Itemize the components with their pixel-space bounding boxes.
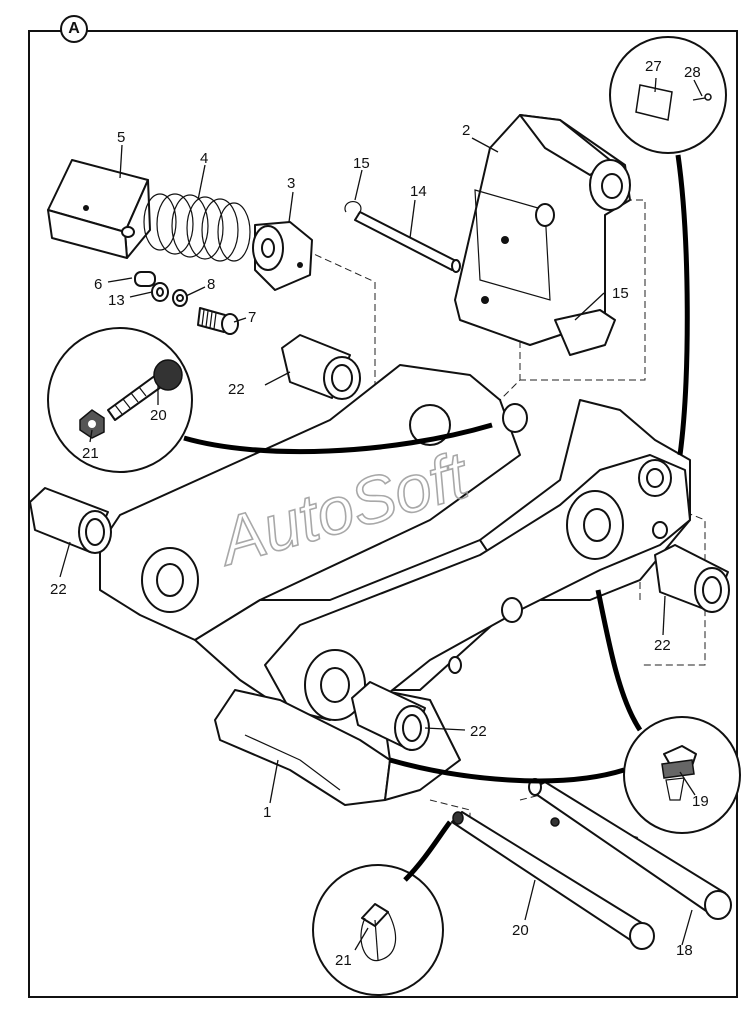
part-22-bush-left	[29, 487, 112, 554]
callout-6: 6	[94, 276, 102, 293]
callout-15-bracket: 15	[612, 285, 629, 302]
callout-19: 21	[82, 445, 99, 462]
part-1-frame	[99, 364, 691, 806]
callout-7: 7	[248, 309, 256, 326]
callout-22-upper: 22	[228, 381, 245, 398]
part-2-bracket	[454, 114, 631, 356]
callout-27: 27	[645, 58, 662, 75]
part-6-bush	[134, 271, 156, 287]
callout-22-left: 22	[50, 581, 67, 598]
part-5-block	[47, 159, 151, 259]
leader-lines	[59, 77, 703, 951]
callout-4: 4	[200, 150, 208, 167]
detail-circle-18-19	[47, 327, 193, 473]
part-4-spring	[143, 193, 251, 262]
section-badge: A	[60, 15, 88, 43]
diagram-frame	[28, 30, 738, 998]
part-22-bush-right	[654, 544, 730, 613]
detail-connectors	[183, 154, 690, 882]
callout-20: 20	[512, 922, 529, 939]
callout-18: 20	[150, 407, 167, 424]
callout-17: 19	[692, 793, 709, 810]
part-20-pin	[451, 811, 655, 950]
callout-16: 18	[676, 942, 693, 959]
callout-21: 21	[335, 952, 352, 969]
detail-circle-21	[312, 864, 444, 996]
part-15-circlip-top	[344, 200, 362, 215]
callout-5: 5	[117, 129, 125, 146]
callout-22-right: 22	[654, 637, 671, 654]
detail-circle-27-28	[609, 36, 727, 154]
callout-2: 2	[462, 122, 470, 139]
callout-13: 13	[108, 292, 125, 309]
part-13-washer	[151, 282, 169, 302]
part-14-pin	[354, 211, 461, 273]
callout-1: 1	[263, 804, 271, 821]
callout-22-lower: 22	[470, 723, 487, 740]
part-8-washer	[172, 289, 188, 307]
callout-8: 8	[207, 276, 215, 293]
callout-labels: 5 4 3 6 13 8 7 14 15 15 2 27 28 22 22 22…	[50, 58, 709, 969]
callout-28: 28	[684, 64, 701, 81]
part-3-seat	[252, 221, 313, 291]
callout-3: 3	[287, 175, 295, 192]
part-7-bolt	[197, 307, 239, 335]
part-22-bush-lower	[351, 681, 430, 751]
part-22-bush-upper	[281, 334, 361, 400]
callout-15-top: 15	[353, 155, 370, 172]
callout-14: 14	[410, 183, 427, 200]
